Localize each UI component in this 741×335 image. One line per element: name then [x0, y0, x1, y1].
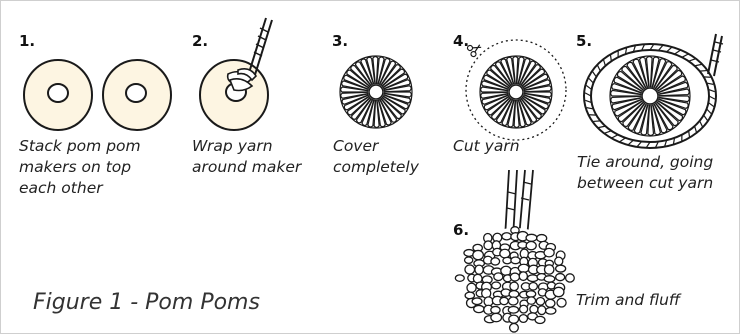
pom-maker-ring-icon: [20, 55, 180, 133]
covered-maker-icon: [336, 52, 416, 132]
wrapped-maker-icon: [196, 14, 276, 134]
caption-line: each other: [19, 178, 141, 199]
step-6-caption: Trim and fluff: [576, 290, 680, 311]
caption-line: Cut yarn: [453, 136, 520, 157]
cut-yarn-illustration: [462, 36, 570, 144]
step-3-caption: Cover completely: [333, 136, 419, 178]
caption-line: between cut yarn: [577, 173, 713, 194]
step-4-caption: Cut yarn: [453, 136, 520, 157]
step-5-caption: Tie around, going between cut yarn: [577, 152, 713, 194]
figure-title: Figure 1 - Pom Poms: [33, 290, 260, 315]
caption-line: Cover: [333, 136, 419, 157]
finished-pom-icon: [455, 168, 575, 332]
step-1-caption: Stack pom pom makers on top each other: [19, 136, 141, 199]
caption-line: Stack pom pom: [19, 136, 141, 157]
step-2-caption: Wrap yarn around maker: [192, 136, 301, 178]
caption-line: Trim and fluff: [576, 290, 680, 311]
caption-line: around maker: [192, 157, 301, 178]
caption-line: makers on top: [19, 157, 141, 178]
caption-line: completely: [333, 157, 419, 178]
step-3-number: 3.: [332, 32, 348, 50]
caption-line: Tie around, going: [577, 152, 713, 173]
tied-pom-icon: [580, 30, 740, 152]
step-1-number: 1.: [19, 32, 35, 50]
caption-line: Wrap yarn: [192, 136, 301, 157]
